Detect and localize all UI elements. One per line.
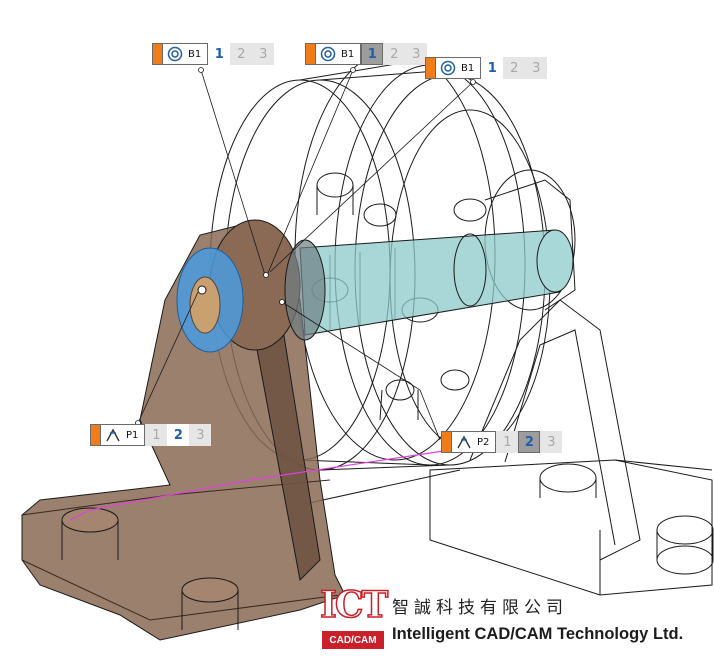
tag-grip[interactable] — [305, 43, 315, 65]
logo-mark: ICT — [319, 583, 389, 627]
tag-option-3[interactable]: 3 — [189, 424, 212, 446]
tag-option-3[interactable]: 3 — [405, 43, 428, 65]
tag-option-2[interactable]: 2 — [230, 43, 253, 65]
tag-reference: B1 — [435, 57, 482, 79]
company-name-english: Intelligent CAD/CAM Technology Ltd. — [392, 625, 684, 643]
tag-label: P1 — [126, 429, 139, 441]
tag-option-3[interactable]: 3 — [252, 43, 275, 65]
ghost-bracket — [299, 299, 714, 596]
tag-label: B1 — [188, 48, 202, 60]
concentric-mate-icon — [167, 46, 183, 62]
tag-option-1[interactable]: 1 — [361, 43, 384, 65]
tag-option-2[interactable]: 2 — [503, 57, 526, 79]
tag-grip[interactable] — [425, 57, 435, 79]
tag-option-2[interactable]: 2 — [383, 43, 406, 65]
tag-reference: B1 — [162, 43, 209, 65]
concentric-mate-icon — [440, 60, 456, 76]
tag-option-2[interactable]: 2 — [518, 431, 541, 453]
mate-tag-p2[interactable]: P2 1 2 3 — [441, 431, 563, 453]
mate-tag-b1-primary[interactable]: B1 1 2 3 — [152, 43, 275, 65]
tag-grip[interactable] — [441, 431, 451, 453]
tag-option-2[interactable]: 2 — [167, 424, 190, 446]
mate-tag-p1[interactable]: P1 1 2 3 — [90, 424, 212, 446]
plane-mate-icon — [456, 434, 472, 450]
tag-reference: P2 — [451, 431, 497, 453]
tag-option-1[interactable]: 1 — [208, 43, 231, 65]
tag-grip[interactable] — [152, 43, 162, 65]
mate-tag-b1-tertiary[interactable]: B1 1 2 3 — [425, 57, 548, 79]
tag-label: B1 — [461, 62, 475, 74]
plane-mate-icon — [105, 427, 121, 443]
tag-reference: P1 — [100, 424, 146, 446]
tag-option-3[interactable]: 3 — [525, 57, 548, 79]
company-name-chinese: 智誠科技有限公司 — [392, 598, 568, 618]
company-logo: ICT CAD/CAM 智誠科技有限公司 Intelligent CAD/CAM… — [318, 583, 710, 651]
logo-badge: ICT CAD/CAM — [318, 583, 389, 649]
tag-reference: B1 — [315, 43, 362, 65]
leader-lines — [135, 67, 476, 441]
tag-label: P2 — [477, 436, 490, 448]
bushing — [176, 247, 244, 353]
mate-tag-b1-secondary[interactable]: B1 1 2 3 — [305, 43, 428, 65]
tag-option-1[interactable]: 1 — [481, 57, 504, 79]
tag-option-1[interactable]: 1 — [496, 431, 519, 453]
tag-label: B1 — [341, 48, 355, 60]
tag-option-3[interactable]: 3 — [540, 431, 563, 453]
tag-grip[interactable] — [90, 424, 100, 446]
mate-line — [69, 449, 451, 521]
concentric-mate-icon — [320, 46, 336, 62]
shaft — [299, 229, 574, 336]
logo-subtitle: CAD/CAM — [322, 631, 384, 649]
tag-option-1[interactable]: 1 — [145, 424, 168, 446]
